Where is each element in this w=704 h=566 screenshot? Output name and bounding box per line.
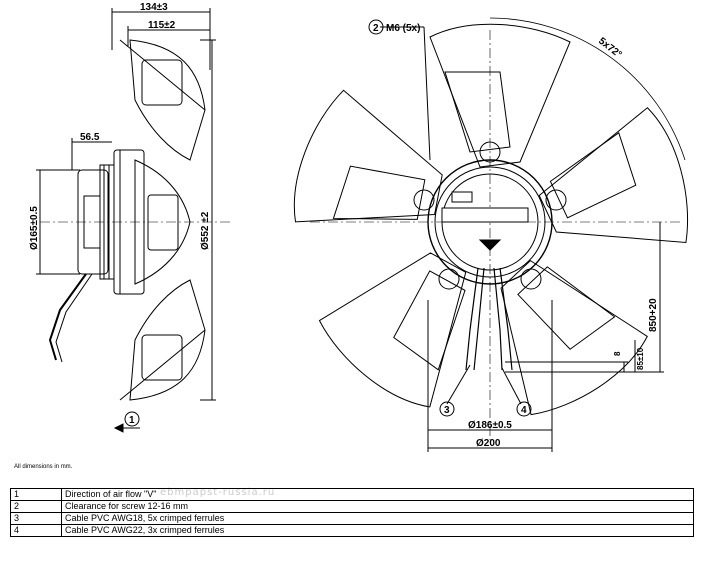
legend-row: 4 Cable PVC AWG22, 3x crimped ferrules xyxy=(10,524,694,537)
dim-8: 8 xyxy=(613,351,622,356)
legend-text: Cable PVC AWG18, 5x crimped ferrules xyxy=(61,512,694,525)
front-view xyxy=(293,17,689,452)
legend-number: 2 xyxy=(10,500,62,513)
legend-text: Cable PVC AWG22, 3x crimped ferrules xyxy=(61,524,694,537)
legend-text: Direction of air flow "V" xyxy=(61,488,694,501)
technical-drawing: 134±3 115±2 56.5 Ø165±0.5 Ø552 ±2 1 xyxy=(29,2,689,452)
legend-number: 3 xyxy=(10,512,62,525)
units-note: All dimensions in mm. xyxy=(14,464,73,470)
callout-1-circle xyxy=(124,411,140,427)
dim-134: 134±3 xyxy=(140,2,168,13)
side-view-labels: 134±3 115±2 56.5 Ø165±0.5 Ø552 ±2 1 xyxy=(29,2,211,427)
legend-table: 1 Direction of air flow "V" 2 Clearance … xyxy=(10,488,694,537)
dim-85: 85±10 xyxy=(636,347,645,370)
side-view xyxy=(36,8,232,433)
dim-552: Ø552 ±2 xyxy=(200,211,211,250)
callout-2-circle xyxy=(368,19,384,35)
front-view-labels: 2 M6 (5x) 5x72° 850+20 8 85±10 3 4 Ø186±… xyxy=(368,19,659,449)
dim-850: 850+20 xyxy=(648,298,659,332)
legend-number: 1 xyxy=(10,488,62,501)
legend-row: 2 Clearance for screw 12-16 mm xyxy=(10,500,694,513)
dim-56-5: 56.5 xyxy=(80,132,100,143)
dim-m6: M6 (5x) xyxy=(386,23,420,34)
dim-165: Ø165±0.5 xyxy=(29,206,40,250)
callout-4-circle xyxy=(516,401,532,417)
callout-4: 4 xyxy=(521,405,527,416)
dim-115: 115±2 xyxy=(148,20,176,31)
legend-number: 4 xyxy=(10,524,62,537)
dim-200: Ø200 xyxy=(476,438,501,449)
callout-2: 2 xyxy=(373,23,379,34)
legend-row: 1 Direction of air flow "V" xyxy=(10,488,694,501)
callout-3: 3 xyxy=(444,405,450,416)
legend-text: Clearance for screw 12-16 mm xyxy=(61,500,694,513)
dim-186: Ø186±0.5 xyxy=(468,420,512,431)
callout-1: 1 xyxy=(129,415,135,426)
callout-3-circle xyxy=(439,401,455,417)
legend-row: 3 Cable PVC AWG18, 5x crimped ferrules xyxy=(10,512,694,525)
